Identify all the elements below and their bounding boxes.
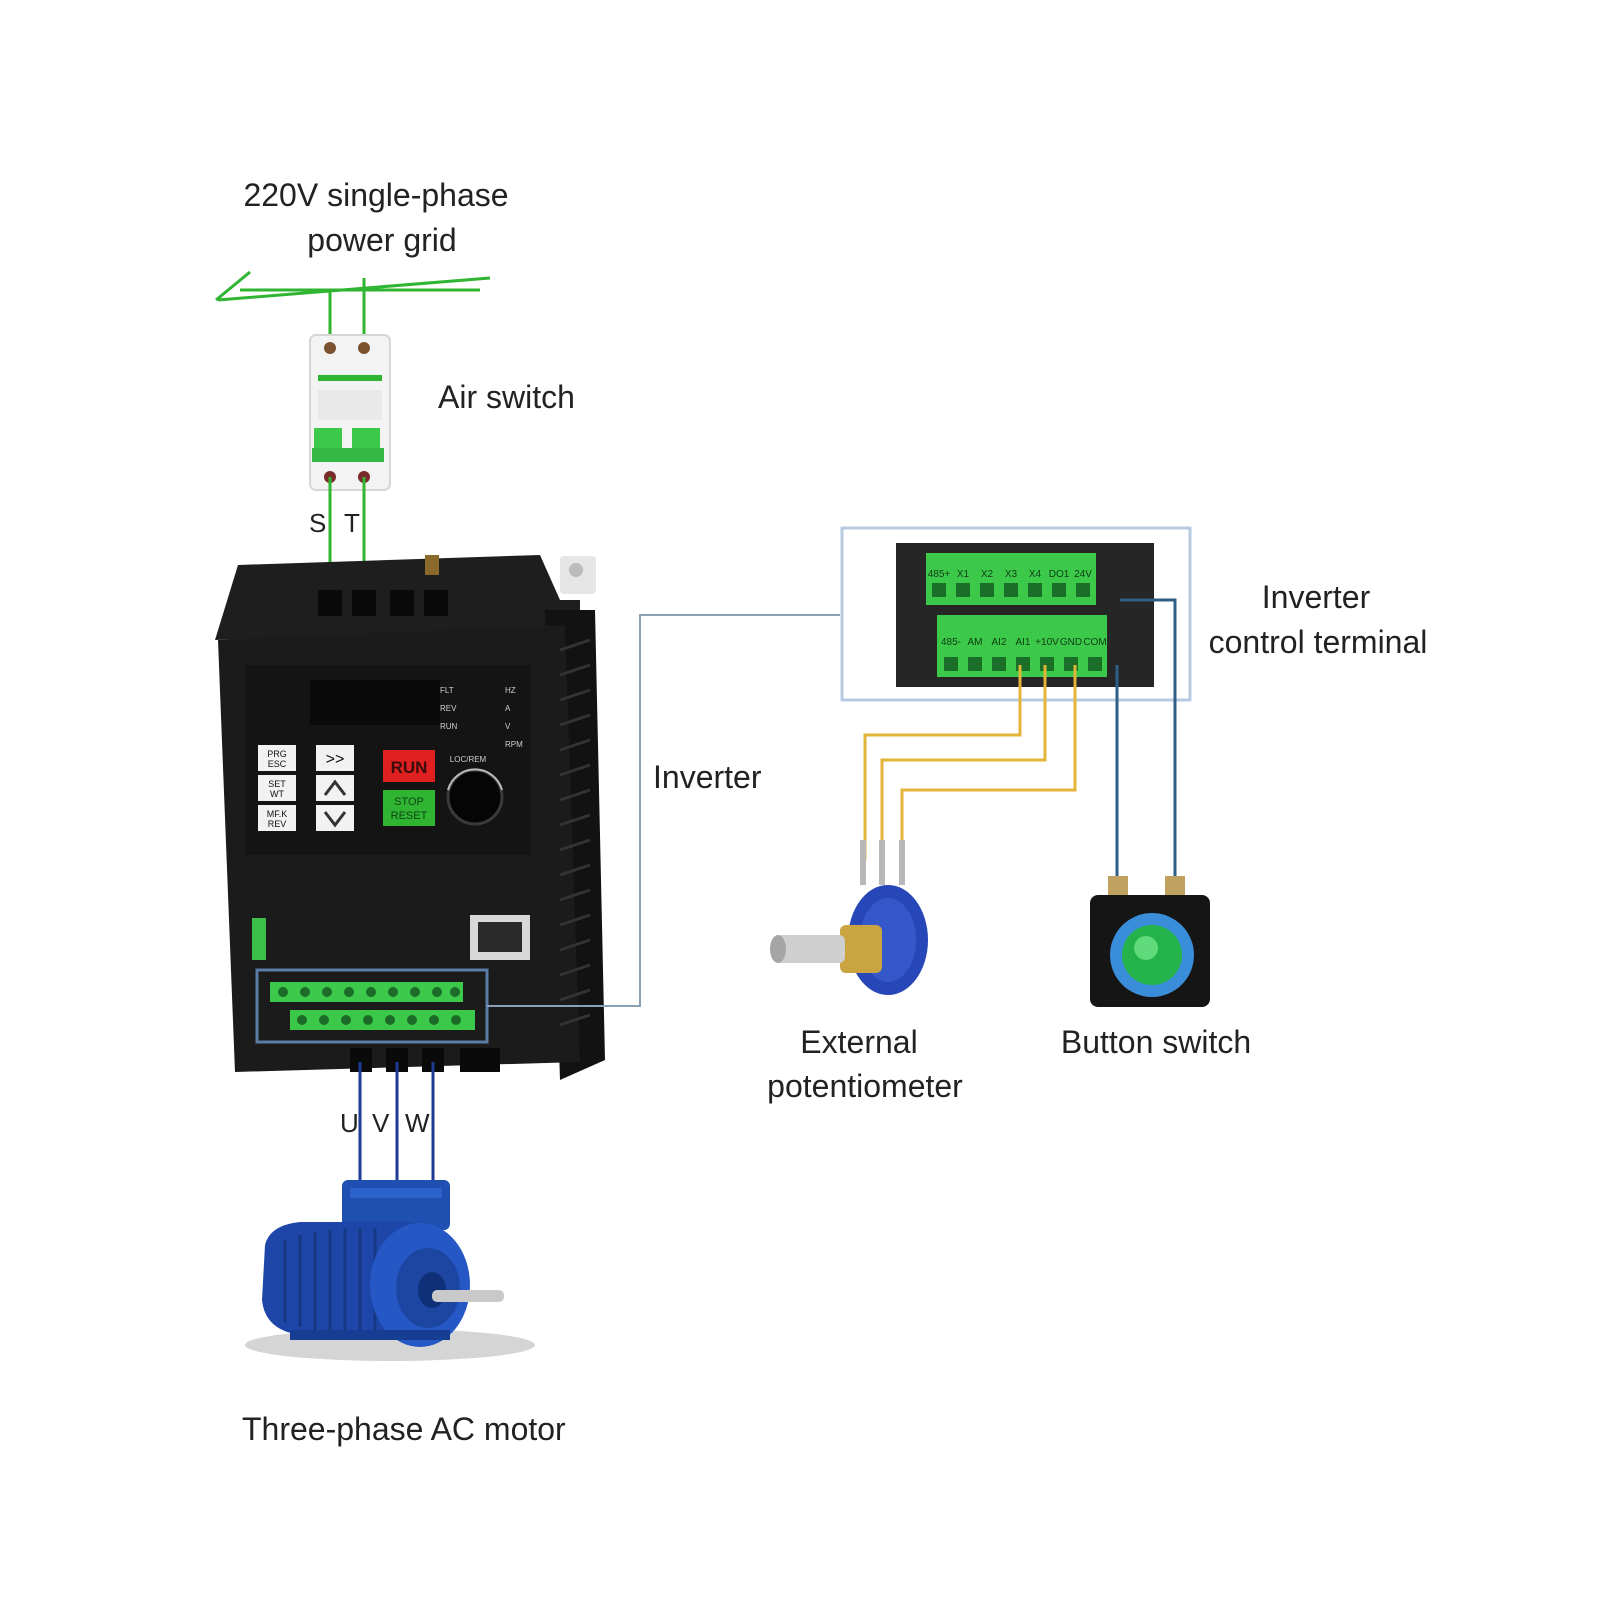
button-switch-wires (1115, 598, 1177, 880)
up-arrow-icon (323, 779, 347, 796)
motor-wires (358, 1062, 435, 1190)
air-switch-label: Air switch (438, 379, 575, 415)
terminal-s-label: S (309, 508, 327, 538)
three-phase-ac-motor (245, 1180, 535, 1361)
control-terminal-label-line2: control terminal (1208, 624, 1428, 660)
run-key (383, 750, 435, 782)
down-arrow-icon (323, 811, 347, 828)
external-potentiometer (770, 840, 928, 995)
inverter-label: Inverter (653, 759, 762, 795)
knob-arc-icon (447, 768, 503, 791)
stop-reset-key (383, 790, 435, 826)
button-switch-label: Button switch (1060, 1024, 1252, 1060)
potentiometer-wires (863, 665, 1077, 860)
prg-esc-key (258, 745, 296, 771)
up-key (316, 775, 354, 801)
shift-key (316, 745, 354, 771)
set-wt-key (258, 775, 296, 801)
power-grid (215, 270, 491, 302)
potentiometer-label-line1: External (800, 1024, 918, 1060)
power-grid-label-line1: 220V single-phase (243, 177, 509, 213)
motor-label: Three-phase AC motor (242, 1411, 566, 1447)
control-terminal-zoom (840, 526, 1192, 702)
control-terminal-label-line1: Inverter (1261, 579, 1371, 615)
terminal-v-label: V (372, 1108, 390, 1138)
power-grid-label-line2: power grid (307, 222, 457, 258)
button-switch (1090, 876, 1210, 1007)
terminal-w-label: W (405, 1108, 430, 1138)
air-switch (309, 334, 391, 491)
keypad (258, 745, 504, 831)
potentiometer-label-line2: potentiometer (767, 1068, 963, 1104)
mfk-rev-key (258, 805, 296, 831)
terminal-t-label: T (344, 508, 360, 538)
callout-lines (487, 614, 840, 1007)
terminal-u-label: U (340, 1108, 359, 1138)
